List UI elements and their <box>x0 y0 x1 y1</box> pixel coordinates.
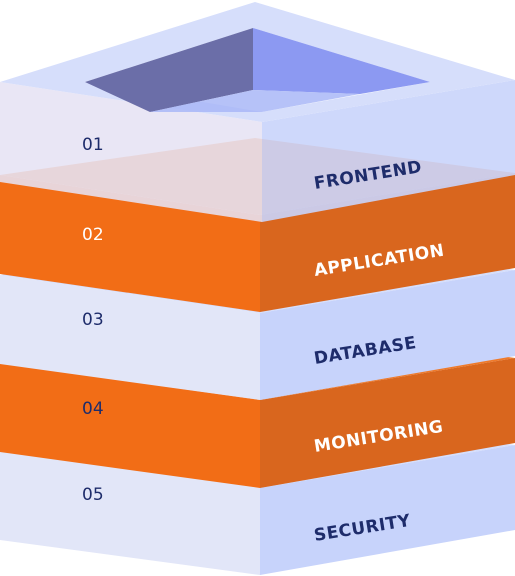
layer-number: 01 <box>82 135 104 155</box>
layer-database-right-face <box>260 270 515 400</box>
layer-monitoring-right-face <box>260 358 515 488</box>
layer-security-left-face <box>0 450 260 575</box>
layer-number: 04 <box>82 399 104 419</box>
layer-number: 02 <box>82 225 104 245</box>
inner-wall-back-right <box>253 28 430 94</box>
layer-frontend: 01 FRONTEND <box>0 2 515 222</box>
inner-floor <box>150 90 360 112</box>
layer-frontend-right-face <box>262 80 515 222</box>
layer-database-left-face <box>0 275 260 400</box>
layer-frontend-left-face <box>0 82 262 222</box>
layer-number: 05 <box>82 485 104 505</box>
inner-wall-back-left <box>85 28 253 112</box>
layer-monitoring-left-face <box>0 363 260 488</box>
layer-number: 03 <box>82 310 104 330</box>
layer-security-right-face <box>260 445 515 575</box>
